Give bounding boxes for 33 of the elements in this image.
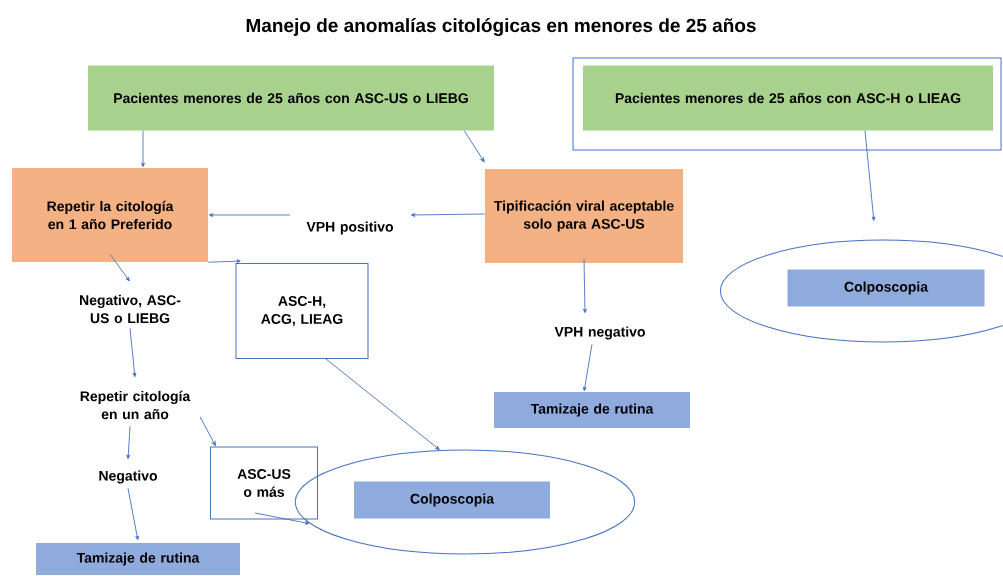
arrow (199, 416, 216, 446)
arrow (254, 512, 310, 525)
outcome-box: Tamizaje de rutina (36, 543, 240, 575)
patient-group-box: Pacientes menores de 25 años con ASC-H o LIEAG (583, 65, 993, 131)
arrow (583, 258, 587, 314)
ellipse (294, 449, 636, 555)
arrow (325, 358, 440, 451)
action-box: Tipificación viral aceptable solo para ASC-US (485, 169, 683, 263)
outcome-box: Tamizaje de rutina (494, 392, 690, 428)
frame-box (572, 57, 1002, 151)
result-box: ASC-US o más (210, 446, 318, 520)
arrow (126, 425, 131, 460)
arrow (109, 253, 130, 282)
arrow (463, 130, 485, 163)
result-box: ASC-H, ACG, LIEAG (235, 263, 369, 359)
arrow (207, 259, 241, 264)
arrow (410, 213, 486, 217)
patient-group-box: Pacientes menores de 25 años con ASC-US o LIEBG (88, 65, 494, 131)
arrow (864, 130, 876, 221)
step-text: VPH negativo (554, 326, 645, 340)
step-text: Negativo, ASC-US o LIEBG (80, 294, 181, 324)
outcome-box: Colposcopia (787, 269, 985, 307)
arrow (208, 213, 291, 217)
step-text: Negativo (99, 470, 157, 484)
step-text: Repetir citología en un año (80, 390, 191, 420)
outcome-box: Colposcopia (354, 481, 550, 519)
action-box: Repetir la citología en 1 año Preferido (12, 168, 208, 262)
arrow (127, 487, 140, 541)
arrow (582, 343, 593, 392)
title: Manejo de anomalías citológicas en menores de 25 años (246, 18, 756, 36)
arrow (141, 130, 145, 168)
step-text: VPH positivo (306, 221, 394, 235)
arrow (129, 327, 137, 378)
